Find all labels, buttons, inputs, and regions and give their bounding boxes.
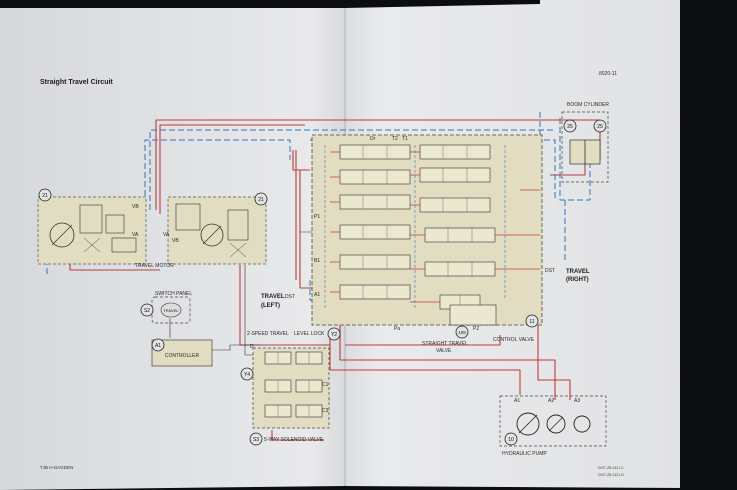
port-va-right: VA (163, 232, 170, 238)
travel-left-sub: (LEFT) (261, 303, 280, 309)
travel-motor-right: 21 VB VA (163, 192, 268, 265)
pump-port-a2: A2 (548, 398, 554, 404)
travel-left-label: TRAVEL DST (LEFT) (261, 294, 295, 309)
port-dr: Dr (370, 136, 376, 142)
straight-travel-valve-label-1: STRAIGHT TRAVEL (422, 341, 468, 347)
callout-s2: S2 (144, 308, 150, 314)
footer-right-2: DIST-ZB 2421-B (598, 473, 624, 477)
port-va-left: VA (132, 232, 139, 238)
travel-motor-label: TRAVEL MOTOR (135, 263, 174, 269)
callout-21-left: 21 (42, 193, 48, 199)
travel-left-dst: DST (285, 294, 295, 300)
callout-21-right: 21 (258, 197, 264, 203)
boom-cylinder: BOOM CYLINDER 25 25 (561, 102, 609, 183)
travel-right-label: DST TRAVEL (RIGHT) (545, 268, 590, 283)
callout-108: 108 (458, 330, 466, 335)
control-valve-label: CONTROL VALVE (493, 337, 535, 343)
port-p1: P1 (314, 214, 320, 220)
port-t1: T1 (402, 136, 408, 142)
port-d: D (250, 344, 254, 350)
callout-y2: Y2 (331, 332, 337, 338)
pump-port-a3: A3 (574, 398, 580, 404)
port-c3: C3 (322, 408, 329, 414)
switch-panel: SWITCH PANEL TRAVEL S2 (140, 291, 192, 324)
two-speed-travel-label: 2-SPEED TRAVEL (247, 331, 289, 337)
straight-travel-valve-label-2: VALVE (436, 348, 452, 354)
solenoid-valve-label: 5-WAY SOLENOID VALVE (264, 437, 324, 443)
callout-11: 11 (529, 319, 534, 325)
port-vb-left: VB (132, 204, 139, 210)
travel-right-sub: (RIGHT) (566, 277, 589, 283)
footer-right-1: DIST-ZB 2421-0 (598, 466, 623, 470)
page-code: 8020-11 (599, 71, 617, 77)
pump-port-a1: A1 (514, 398, 520, 404)
callout-10: 10 (508, 437, 514, 443)
travel-right-dst: DST (545, 268, 555, 274)
page-title: Straight Travel Circuit (40, 79, 113, 86)
solenoid-valve-group: 2-SPEED TRAVEL LEVEL LOCK Y2 C1 C3 D Y4 … (240, 327, 341, 446)
control-valve-callout: 11 CONTROL VALVE (493, 314, 539, 343)
footer-left: TJB H-DAGDEN (40, 465, 73, 470)
controller: CONTROLLER A1 (151, 338, 213, 367)
port-vb-right: VB (172, 238, 179, 244)
hydraulic-pump: A1 A2 A3 10 HYDRAULIC PUMP (499, 395, 607, 457)
port-c1: C1 (322, 382, 329, 388)
port-a1-valve: A1 (314, 292, 320, 298)
callout-s3: S3 (253, 437, 259, 443)
callout-y4: Y4 (244, 372, 250, 378)
port-pa: Pa (394, 326, 400, 332)
travel-left-text: TRAVEL (261, 294, 285, 300)
level-lock-label: LEVEL LOCK (294, 331, 325, 337)
boom-cylinder-label: BOOM CYLINDER (567, 102, 609, 108)
control-valve-block: Dr T2 T1 P1 A1 B1 Pa P2 (311, 134, 543, 332)
travel-right-text: TRAVEL (566, 269, 590, 275)
callout-25-a: 25 (567, 124, 573, 130)
switch-panel-label: SWITCH PANEL (155, 291, 192, 297)
page-margin-shade (680, 0, 737, 490)
port-p2: P2 (473, 326, 479, 332)
callout-25-b: 25 (597, 124, 603, 130)
port-b1: B1 (314, 258, 320, 264)
controller-label: CONTROLLER (165, 353, 200, 359)
travel-switch-label: TRAVEL (163, 308, 179, 313)
straight-travel-valve: 108 STRAIGHT TRAVEL VALVE (422, 304, 497, 354)
hydraulic-pump-label: HYDRAULIC PUMP (502, 451, 547, 457)
travel-motor-left: 21 VB VA (37, 188, 147, 265)
callout-a1: A1 (155, 343, 161, 349)
port-t2: T2 (392, 136, 398, 142)
